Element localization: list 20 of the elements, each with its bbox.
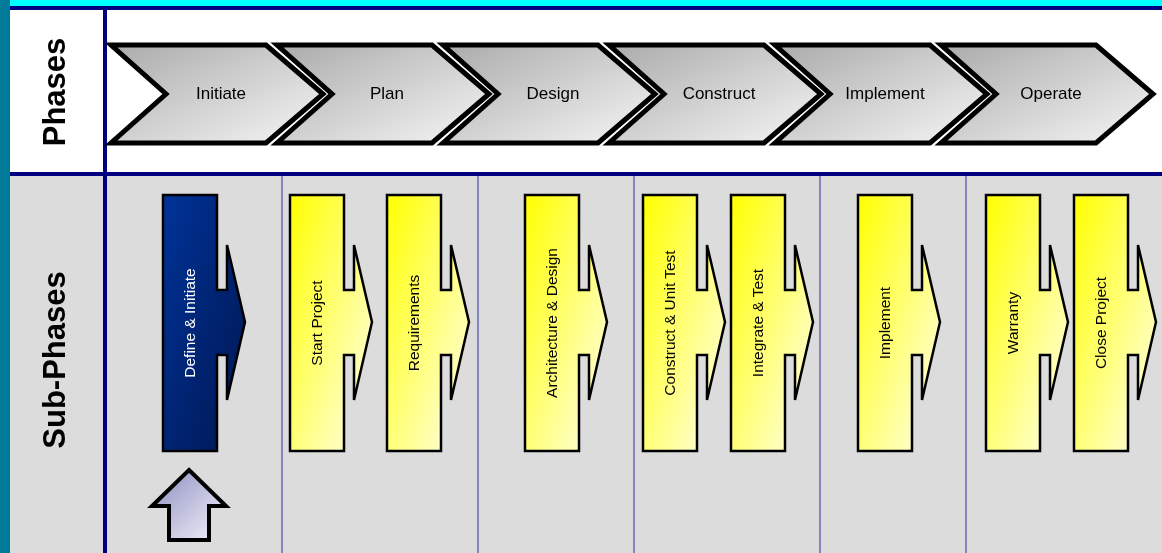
sub-phase-label: Close Project: [1091, 275, 1110, 372]
sub-phase-step: [729, 193, 815, 453]
sub-phase-label: Implement: [875, 285, 894, 362]
sub-phase-label: Warranty: [1003, 290, 1022, 357]
sub-phase-label: Start Project: [307, 279, 326, 368]
sub-phase-label: Integrate & Test: [748, 267, 767, 380]
current-sub-phase-step: [161, 193, 247, 453]
sub-phase-step: [641, 193, 727, 453]
row-heading: Sub-Phases: [36, 270, 73, 451]
sub-phase-label: Construct & Unit Test: [660, 249, 679, 398]
sub-phase-step: [288, 193, 374, 453]
row-heading: Phases: [36, 36, 73, 149]
sub-phase-label: Define & Initiate: [180, 267, 199, 380]
sub-phase-label: Requirements: [404, 273, 423, 374]
sub-phase-step: [385, 193, 471, 453]
sub-phase-step: [523, 193, 609, 453]
sub-phase-step: [856, 193, 942, 453]
sub-phase-label: Architecture & Design: [542, 247, 561, 400]
sub-phase-step: [984, 193, 1070, 453]
sub-phase-step: [1072, 193, 1158, 453]
